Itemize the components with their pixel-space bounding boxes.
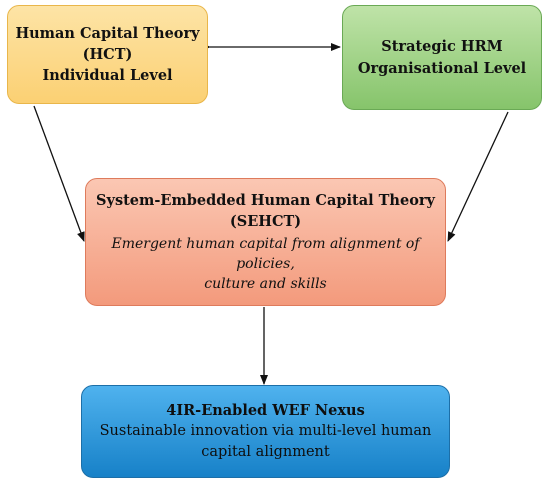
sehct-abbr: (SEHCT)	[229, 212, 302, 230]
arrow-hct-sehct	[33, 105, 85, 242]
wef-desc-line2: capital alignment	[201, 444, 330, 460]
arrow-shrm-sehct	[447, 111, 509, 242]
node-system-embedded-hct: System-Embedded Human Capital Theory (SE…	[85, 178, 446, 306]
wef-title: 4IR-Enabled WEF Nexus	[166, 401, 365, 419]
sehct-desc-line2: culture and skills	[204, 276, 327, 293]
node-strategic-hrm: Strategic HRM Organisational Level	[342, 5, 542, 110]
node-4ir-wef-nexus: 4IR-Enabled WEF Nexus Sustainable innova…	[81, 385, 450, 478]
hct-level: Individual Level	[42, 67, 173, 84]
sehct-desc-line1: Emergent human capital from alignment of…	[111, 235, 420, 272]
node-human-capital-theory: Human Capital Theory (HCT) Individual Le…	[7, 5, 208, 104]
sehct-title: System-Embedded Human Capital Theory	[96, 191, 435, 209]
shrm-title: Strategic HRM	[381, 38, 503, 56]
hct-title: Human Capital Theory	[15, 24, 200, 42]
shrm-level: Organisational Level	[357, 59, 527, 77]
wef-desc-line1: Sustainable innovation via multi-level h…	[99, 422, 432, 439]
hct-abbr: (HCT)	[82, 45, 133, 63]
